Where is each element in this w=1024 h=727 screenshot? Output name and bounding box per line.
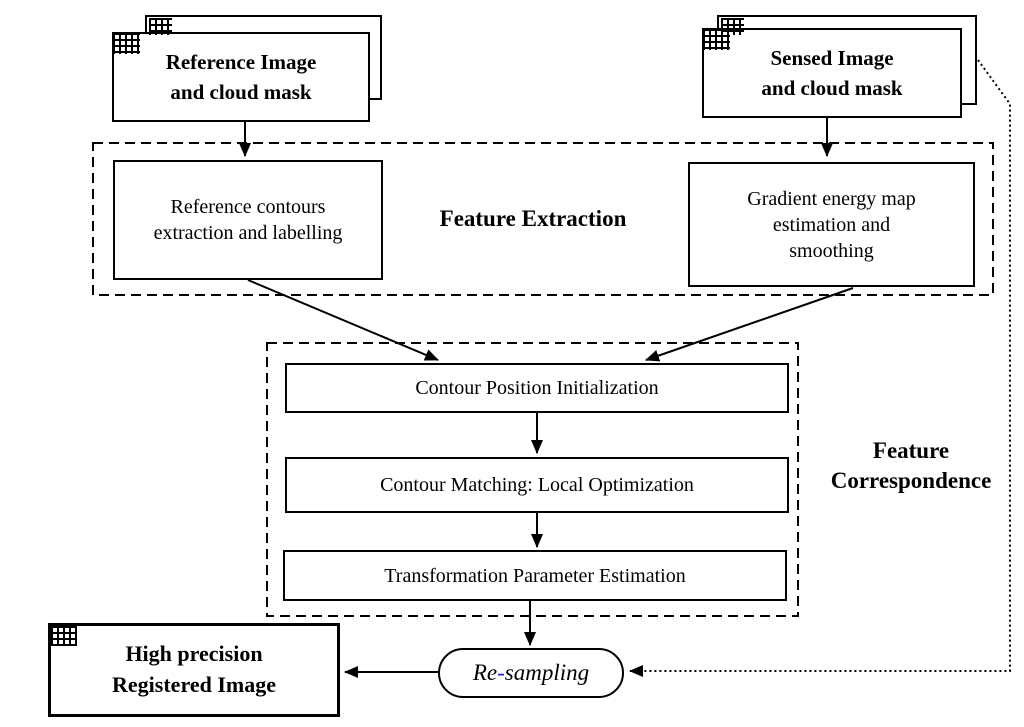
contour-matching-label: Contour Matching: Local Optimization	[380, 474, 694, 496]
grid-icon	[113, 33, 140, 54]
resampling-label-hyphen: -	[497, 660, 505, 685]
reference-image-label: Reference Image and cloud mask	[165, 49, 317, 104]
transformation-label: Transformation Parameter Estimation	[384, 564, 686, 587]
resampling-label-post: sampling	[504, 660, 590, 685]
reference-image-node: Reference Image and cloud mask	[112, 32, 370, 122]
sensed-image-label: Sensed Image and cloud mask	[761, 45, 903, 100]
reference-contours-label: Reference contours extraction and labell…	[153, 196, 343, 244]
sensed-image-node: Sensed Image and cloud mask	[702, 28, 962, 118]
registered-image-node: High precision Registered Image	[48, 623, 340, 717]
contour-matching-step: Contour Matching: Local Optimization	[285, 457, 789, 513]
grid-icon	[703, 29, 730, 50]
feature-correspondence-group-label: Feature Correspondence	[830, 438, 992, 494]
feature-extraction-group-label: Feature Extraction	[439, 206, 627, 231]
gradient-energy-label: Gradient energy map estimation and smoot…	[747, 187, 916, 262]
grid-icon	[149, 18, 172, 35]
registered-image-label: High precision Registered Image	[112, 641, 276, 697]
contour-position-step: Contour Position Initialization	[285, 363, 789, 413]
reference-contours-step: Reference contours extraction and labell…	[113, 160, 383, 280]
transformation-step: Transformation Parameter Estimation	[283, 550, 787, 601]
resampling-node: Re-sampling	[438, 648, 624, 698]
grid-icon	[51, 626, 77, 646]
contour-position-label: Contour Position Initialization	[415, 377, 659, 399]
arrow-contours-to-position	[247, 279, 439, 361]
resampling-label-pre: Re	[472, 660, 498, 685]
gradient-energy-step: Gradient energy map estimation and smoot…	[688, 162, 975, 287]
arrow-gradient-to-position	[645, 287, 854, 362]
